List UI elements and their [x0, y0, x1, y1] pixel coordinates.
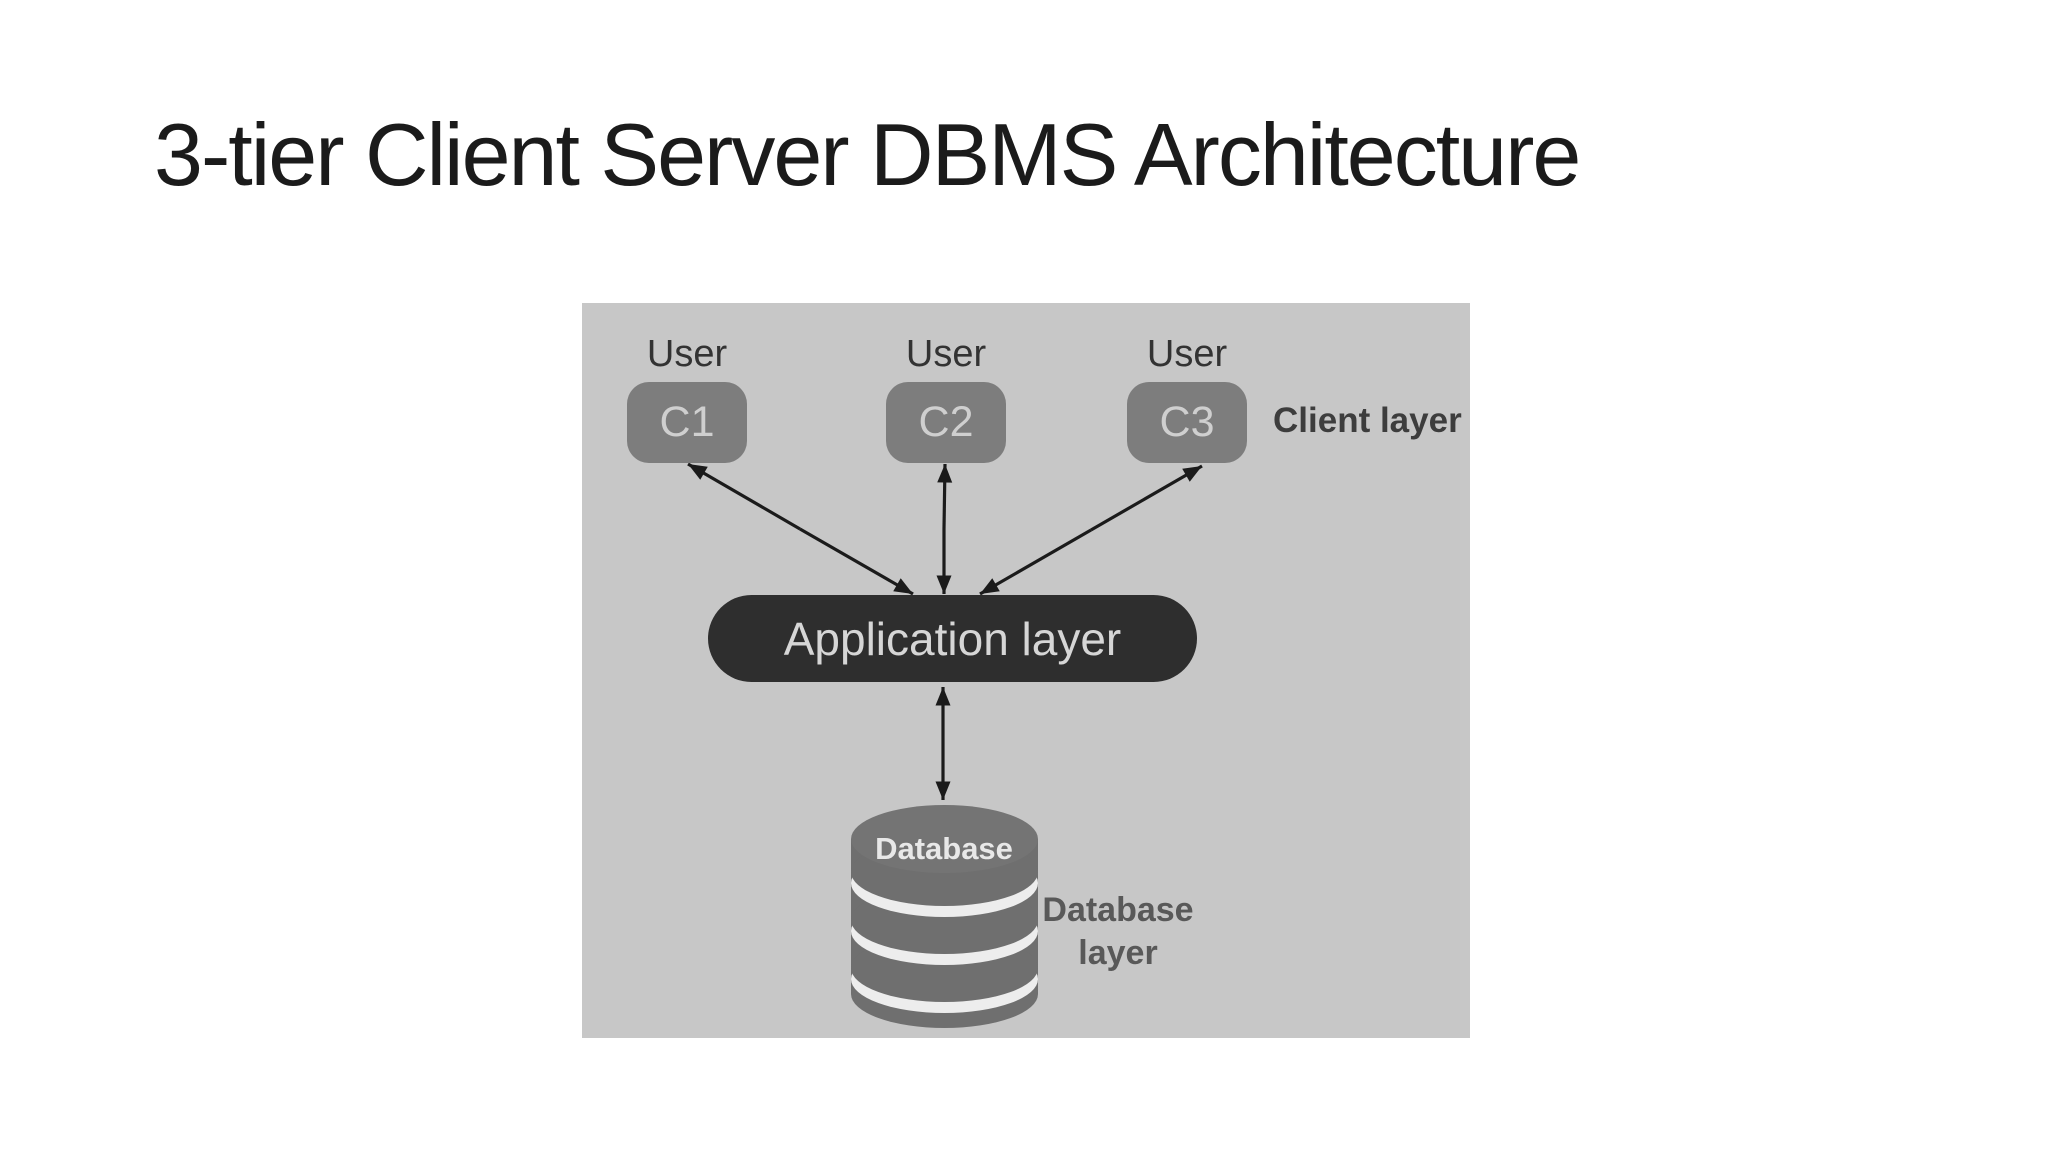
client-box-c3: C3 [1127, 382, 1247, 463]
arrow-c3-application [979, 464, 1203, 596]
database-label: Database [875, 831, 1013, 866]
client-layer-label: Client layer [1273, 401, 1462, 440]
slide-title: 3-tier Client Server DBMS Architecture [154, 105, 1581, 204]
user-label-2: User [905, 333, 987, 375]
database-cylinder: Database [851, 805, 1038, 1028]
database-layer-label: Database layer [1042, 891, 1194, 972]
architecture-diagram-panel: Database User User User C1 C2 C3 Client … [582, 303, 1470, 1038]
arrow-c2-application [936, 463, 953, 594]
diagram-graphics: Database [687, 462, 1203, 1028]
client-box-c1: C1 [627, 382, 747, 463]
application-layer-box: Application layer [708, 595, 1197, 682]
arrow-c1-application [687, 462, 914, 596]
cylinder-top-face [851, 805, 1038, 873]
client-box-c2: C2 [886, 382, 1006, 463]
user-label-1: User [646, 333, 728, 375]
user-label-3: User [1146, 333, 1228, 375]
